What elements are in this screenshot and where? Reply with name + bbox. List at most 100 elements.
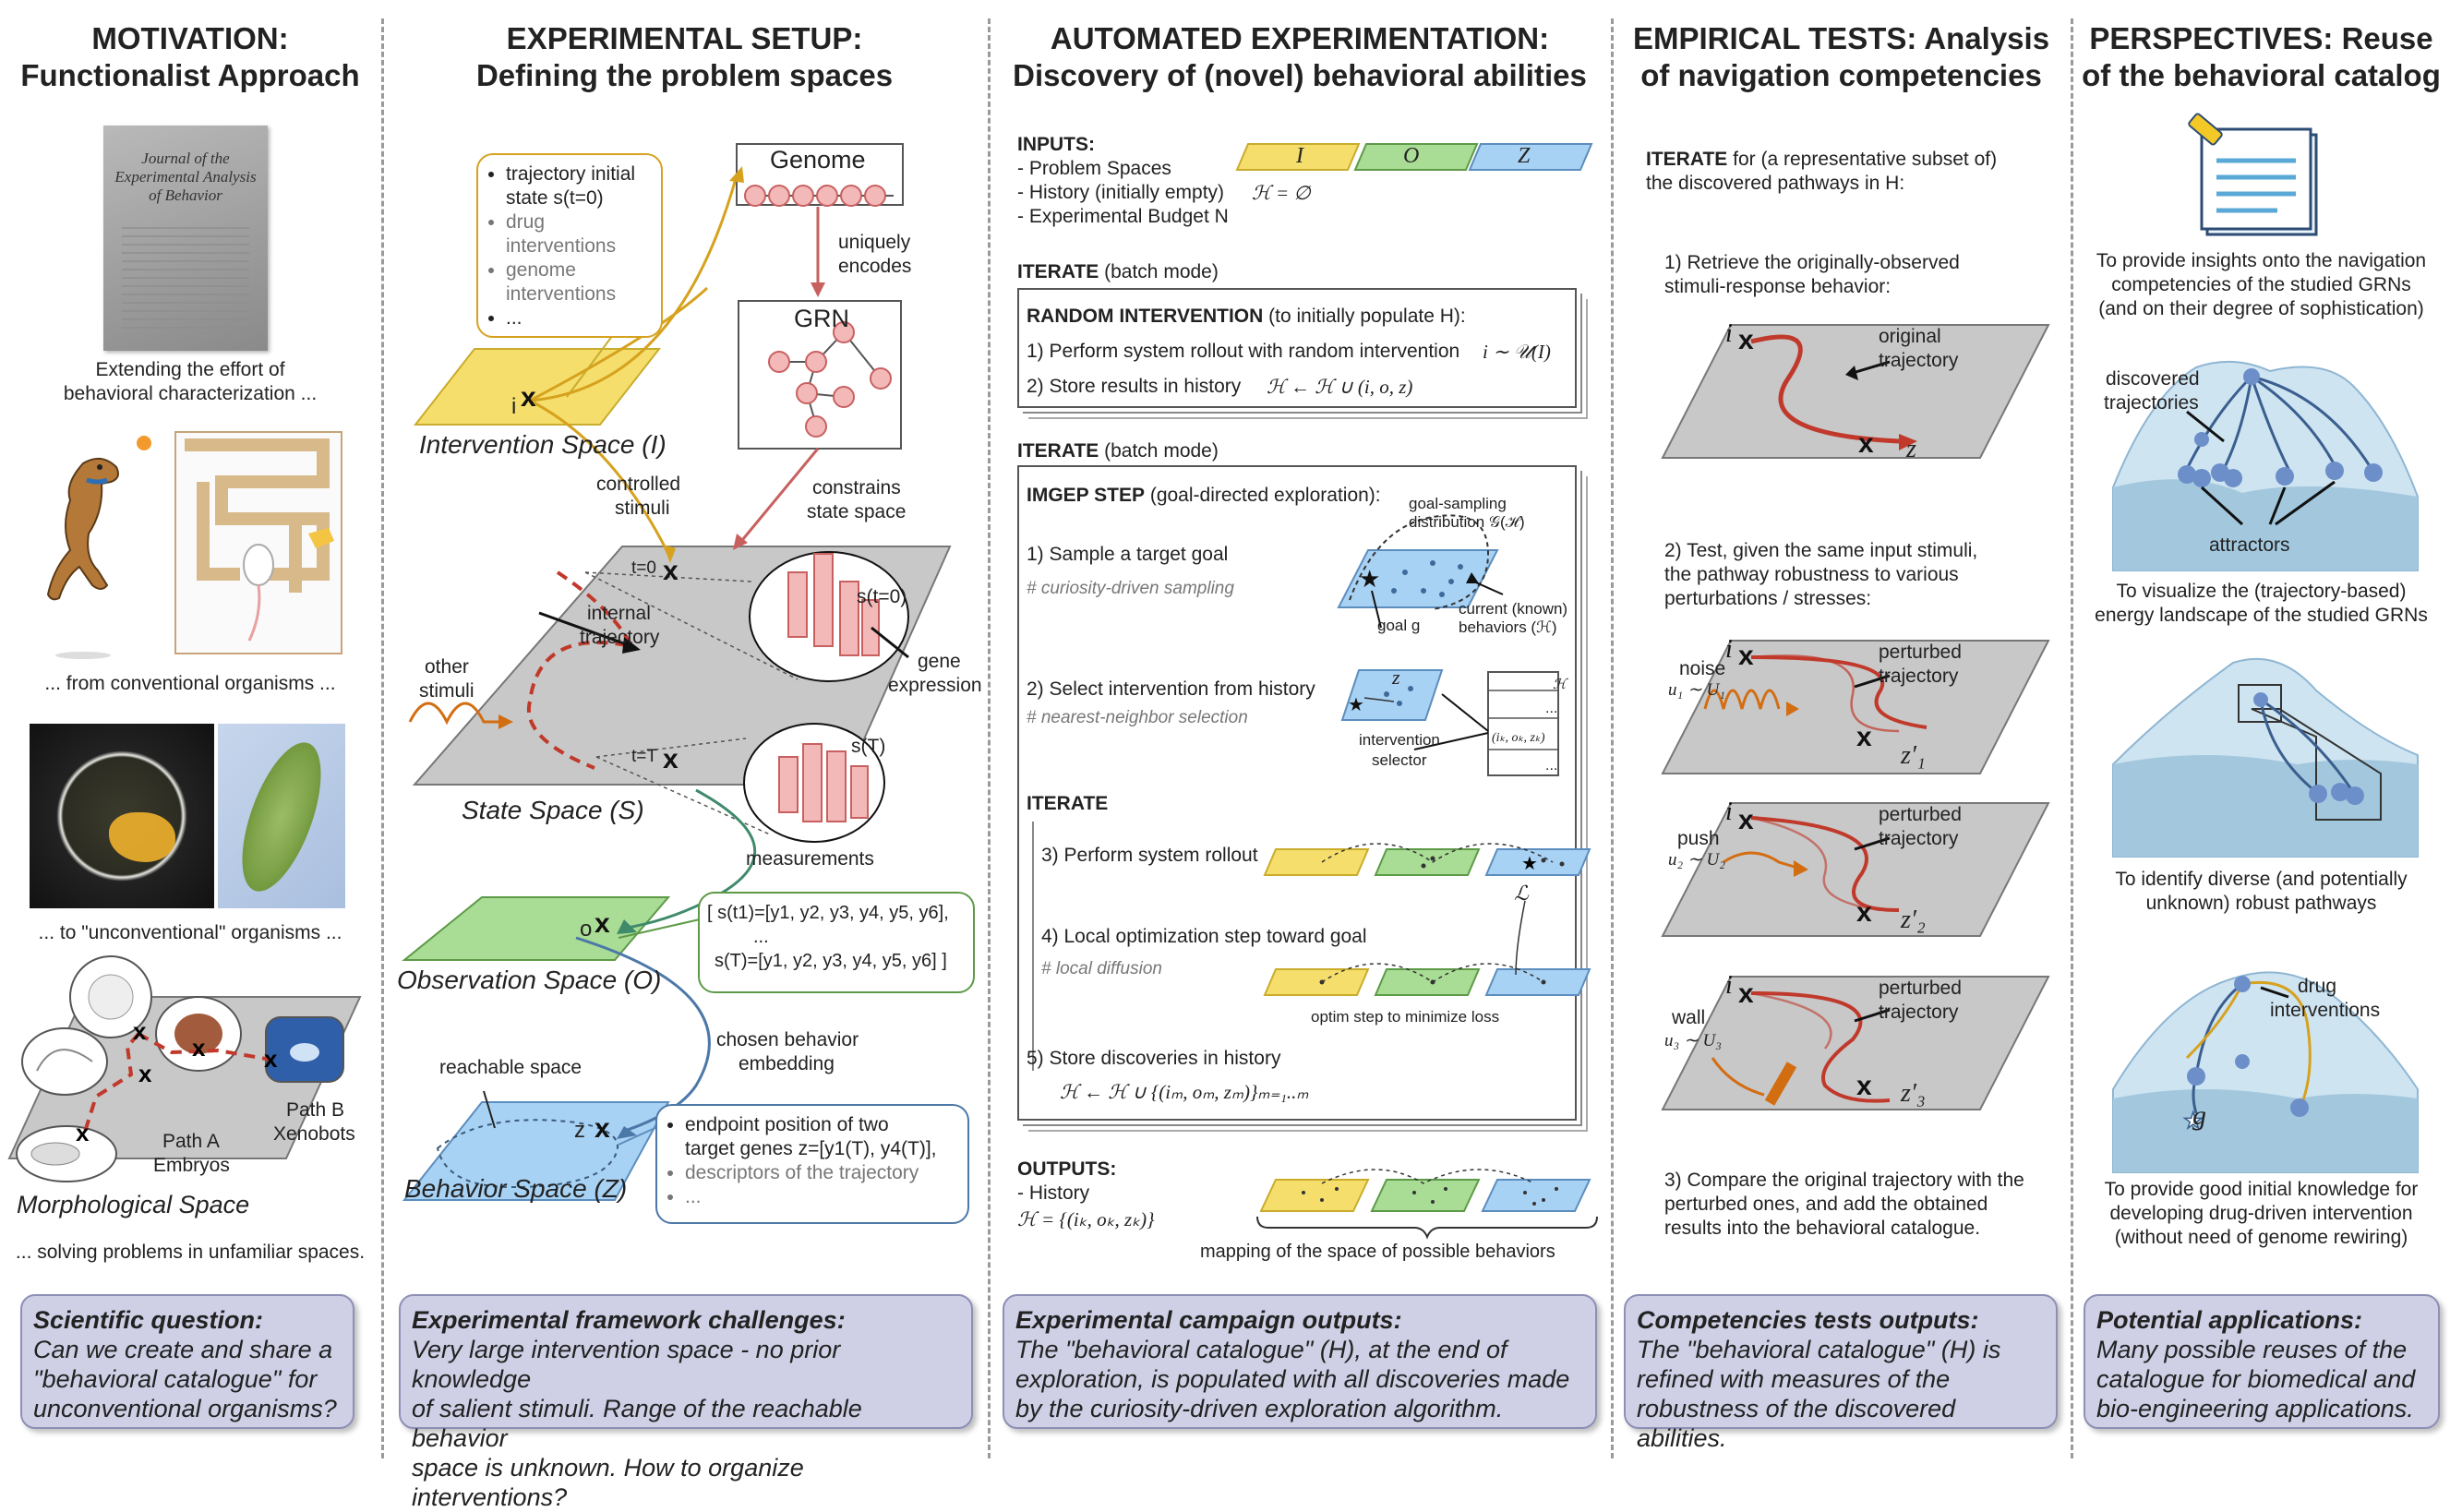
step2-line-2: the pathway robustness to various: [1664, 564, 1959, 585]
zk-label: z: [1392, 666, 1400, 689]
scientific-question-title: Scientific question:: [33, 1306, 264, 1334]
hist-dots-1: ...: [1545, 701, 1558, 716]
wall-math: u₃ ∼ U₃: [1664, 1031, 1722, 1050]
ri-step-1: 1) Perform system rollout with random in…: [1027, 341, 1460, 362]
persp-2-line-1: To visualize the (trajectory-based): [2116, 581, 2407, 602]
z-end-label: z: [1906, 435, 1916, 463]
chosen-behavior-label-2: embedding: [739, 1053, 835, 1074]
step-1: 1) Sample a target goal: [1027, 544, 1229, 565]
tT-label: t=T: [631, 747, 657, 766]
framework-challenges-box: Experimental framework challenges: Very …: [399, 1294, 973, 1511]
internal-label-1: internal: [587, 603, 651, 624]
rollout-and-optim-diagram: ★: [1263, 843, 1591, 996]
bubble1-item1-line1: trajectory initial: [506, 163, 636, 185]
state-space-label: State Space (S): [462, 796, 644, 824]
persp-1-line-3: (and on their degree of sophistication): [2098, 298, 2424, 319]
competencies-outputs-line-1: The "behavioral catalogue" (H) is: [1637, 1336, 2001, 1363]
iterate-line-2: the discovered pathways in H:: [1646, 173, 1905, 194]
uniquely-label-2: encodes: [838, 256, 912, 277]
goal-g-label: goal g: [1377, 617, 1421, 634]
obs-line-3: s(T)=[y1, y2, y3, y4, y5, y6] ]: [715, 951, 947, 971]
framework-challenges-line-1: Very large intervention space - no prior…: [412, 1336, 841, 1393]
perspectives-title-line-2: of the behavioral catalog: [2082, 58, 2441, 92]
z2-label: z′₂: [1901, 906, 1926, 934]
inner-iterate-bracket: [1032, 822, 1034, 1071]
empirical-title-line-1: EMPIRICAL TESTS: Analysis: [1632, 21, 2050, 55]
step-4: 4) Local optimization step toward goal: [1041, 926, 1367, 947]
reachable-space-label: reachable space: [439, 1057, 582, 1078]
automated-title-line-2: Discovery of (novel) behavioral abilitie…: [1013, 58, 1587, 92]
campaign-outputs-line-2: exploration, is populated with all disco…: [1015, 1365, 1570, 1393]
dog-maze-illustration: [46, 431, 342, 659]
competencies-outputs-line-2: refined with measures of the: [1637, 1365, 1951, 1393]
step2-line-3: perturbations / stresses:: [1664, 588, 1872, 609]
random-intervention-panel: [1017, 288, 1577, 408]
empirical-title-line-2: of navigation competencies: [1640, 58, 2042, 92]
paramecium-image: [218, 724, 345, 908]
observation-bubble: [ s(t1)=[y1, y2, y3, y4, y5, y6], ... s(…: [698, 892, 975, 993]
svg-text:i: i: [1725, 319, 1733, 348]
campaign-outputs-title: Experimental campaign outputs:: [1015, 1306, 1402, 1334]
step1-line-1: 1) Retrieve the originally-observed: [1664, 252, 1960, 273]
ri-step-2: 2) Store results in history: [1027, 376, 1242, 397]
potential-applications-line-1: Many possible reuses of the: [2096, 1336, 2408, 1363]
inputs-label: INPUTS:: [1017, 134, 1095, 155]
svg-text:x: x: [1858, 428, 1874, 459]
chosen-behavior-label-1: chosen behavior: [716, 1029, 859, 1050]
loss-label: ℒ: [1514, 882, 1529, 905]
current-behaviors-label-1: current (known): [1459, 600, 1568, 618]
campaign-outputs-box: Experimental campaign outputs: The "beha…: [1003, 1294, 1597, 1429]
intervention-selector-diagram: ★: [1340, 669, 1559, 776]
svg-text:x: x: [1856, 1071, 1872, 1101]
landscape-2: [2112, 657, 2419, 858]
bubble3-gray: descriptors of the trajectory: [685, 1162, 919, 1183]
wall-label: wall: [1672, 1007, 1706, 1028]
hist-header: ℋ: [1553, 678, 1567, 692]
t0-label: t=0: [631, 558, 656, 578]
current-behaviors-label-2: behaviors (ℋ): [1459, 618, 1557, 636]
svg-text:x: x: [594, 908, 610, 939]
column-automated: AUTOMATED EXPERIMENTATION: Discovery of …: [990, 0, 1610, 1462]
path-a-label-1: Path A: [162, 1131, 220, 1152]
discovered-label-1: discovered: [2106, 368, 2200, 390]
mouse-icon: [243, 544, 274, 586]
iterate-2-label: ITERATE (batch mode): [1017, 440, 1219, 462]
journal-title-3: of Behavior: [149, 186, 222, 204]
ri-step-1-math: i ∼ 𝒰(I): [1483, 341, 1551, 363]
bubble3-line-1: endpoint position of two: [685, 1114, 889, 1135]
journal-title-2: Experimental Analysis: [114, 168, 257, 186]
bubble1-item3-line1: genome: [506, 259, 576, 281]
caption-unfamiliar: ... solving problems in unfamiliar space…: [15, 1242, 366, 1263]
noise-label: noise: [1679, 658, 1726, 679]
svg-text:★: ★: [1521, 854, 1538, 874]
bubble3-line-2: target genes z=[y1(T), y4(T)],: [685, 1138, 937, 1159]
potential-applications-line-2: catalogue for biomedical and: [2096, 1365, 2416, 1393]
obs-line-2: ...: [753, 927, 769, 947]
step2-line-1: 2) Test, given the same input stimuli,: [1664, 540, 1978, 561]
svg-text:★: ★: [1359, 565, 1380, 593]
persp-3-line-1: To identify diverse (and potentially: [2115, 869, 2408, 890]
divider-3: [1611, 18, 1614, 1458]
path-b-label-1: Path B: [286, 1099, 345, 1121]
step-5: 5) Store discoveries in history: [1027, 1048, 1281, 1069]
g-label: g: [2192, 1100, 2206, 1131]
z1-label: z′₁: [1901, 741, 1926, 770]
step1-line-2: stimuli-response behavior:: [1664, 276, 1892, 297]
svg-text:i: i: [1725, 635, 1733, 664]
campaign-outputs-line-3: by the curiosity-driven exploration algo…: [1015, 1395, 1504, 1422]
step-4-comment: # local diffusion: [1041, 959, 1162, 978]
bubble1-item2-line2: interventions: [506, 235, 617, 257]
column-perspectives: PERSPECTIVES: Reuse of the behavioral ca…: [2072, 0, 2450, 1462]
other-stimuli-label-1: other: [425, 656, 469, 678]
morphological-space-diagram: x x x x x: [7, 955, 362, 1182]
caption-extending-1: Extending the effort of: [95, 359, 285, 380]
space-O: O: [1403, 144, 1420, 168]
gene-expression-label-1: gene: [918, 651, 961, 672]
bubble1-item1-line2: state s(t=0): [506, 187, 604, 209]
bubble3-dots: ...: [685, 1186, 702, 1207]
slime-blob: [109, 812, 175, 862]
sT-label: s(T): [851, 736, 886, 757]
journal-title-1: Journal of the: [141, 150, 230, 167]
step-2-comment: # nearest-neighbor selection: [1027, 708, 1248, 727]
internal-label-2: trajectory: [580, 627, 660, 648]
